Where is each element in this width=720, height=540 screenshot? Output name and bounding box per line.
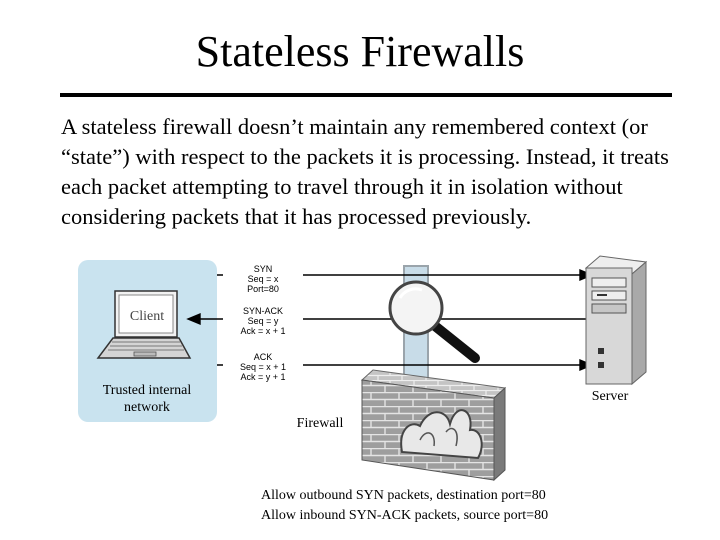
packet-field: Seq = x	[223, 274, 303, 284]
server-icon	[586, 256, 646, 384]
packet-field: Seq = y	[223, 316, 303, 326]
packet-name: SYN	[223, 264, 303, 274]
firewall-rule: Allow outbound SYN packets, destination …	[261, 486, 548, 506]
firewall-label: Firewall	[280, 416, 360, 432]
packet-field: Seq = x + 1	[223, 362, 303, 372]
packet-name: ACK	[223, 352, 303, 362]
server-label: Server	[578, 389, 642, 405]
packet-name: SYN-ACK	[223, 306, 303, 316]
packet-field: Ack = x + 1	[223, 326, 303, 336]
packet-field: Port=80	[223, 284, 303, 294]
client-label: Client	[112, 309, 182, 325]
firewall-rules: Allow outbound SYN packets, destination …	[261, 486, 548, 526]
packet-syn-label: SYN Seq = x Port=80	[223, 264, 303, 294]
packet-syn-ack-label: SYN-ACK Seq = y Ack = x + 1	[223, 306, 303, 336]
trusted-network-label: Trusted internal network	[84, 382, 210, 416]
magnifying-glass-icon	[390, 282, 475, 358]
firewall-rule: Allow inbound SYN-ACK packets, source po…	[261, 506, 548, 526]
packet-ack-label: ACK Seq = x + 1 Ack = y + 1	[223, 352, 303, 382]
packet-field: Ack = y + 1	[223, 372, 303, 382]
brick-wall-icon	[362, 370, 505, 480]
